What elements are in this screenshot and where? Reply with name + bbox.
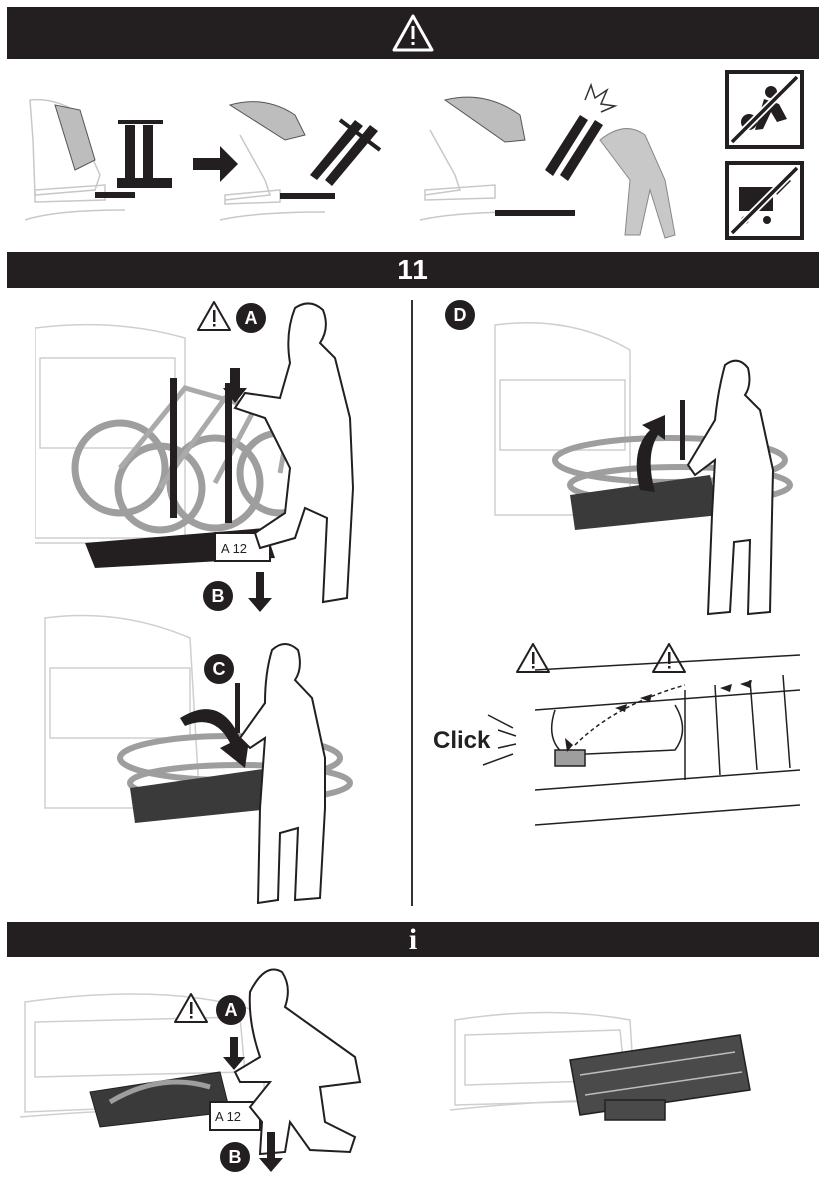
bike-rack-c [130, 683, 280, 823]
tilt-warning-illustration [25, 80, 715, 250]
bike-rack-d [570, 475, 720, 530]
arrow-down-icon [223, 368, 247, 403]
folded-rack-result [569, 1034, 751, 1121]
lock-latch [554, 749, 586, 767]
step-badge-a: A [236, 303, 266, 333]
person-outline-d [686, 359, 775, 616]
impact-burst-icon [584, 82, 618, 113]
step-header: 11 [7, 252, 819, 288]
folded-rack-step-illustration: A 12 [20, 962, 390, 1174]
folded-rack-result-illustration [450, 1000, 780, 1160]
person-outline-c [238, 643, 326, 905]
info-icon: i [408, 922, 418, 956]
arrow-down-info-icon [223, 1037, 245, 1070]
step-badge-d: D [445, 300, 475, 330]
info-header: i [7, 922, 819, 957]
column-divider [411, 300, 413, 906]
click-detail-illustration [535, 650, 800, 835]
rotate-up-arrow-icon [636, 415, 665, 492]
direction-arrows [615, 680, 752, 712]
no-children-playing-icon [725, 70, 804, 149]
latch-arrow-icon [565, 738, 573, 752]
bike-rack-collision [495, 115, 603, 216]
bike-rack-tilted [280, 118, 382, 199]
plate-text-top: A 12 [221, 541, 247, 556]
warning-triangle-click-1 [515, 642, 551, 674]
click-label: Click [433, 727, 491, 754]
person-kneeling [233, 968, 362, 1156]
click-sound-lines [468, 710, 518, 770]
arrow-right-icon [193, 146, 238, 182]
tailgate-open [228, 101, 306, 141]
step-badge-c: C [204, 654, 234, 684]
arrow-down-b-info-icon [258, 1132, 284, 1172]
tailgate [54, 104, 96, 171]
step-badge-a-info: A [216, 995, 246, 1025]
warning-triangle-icon [392, 14, 434, 52]
warning-triangle-click-2 [651, 642, 687, 674]
dashed-path [574, 684, 686, 746]
no-shopping-cart-icon [725, 161, 804, 240]
person-silhouette [599, 128, 676, 239]
car-rear-d [494, 322, 631, 516]
warning-triangle-a [196, 300, 232, 332]
rotate-down-arrow-icon [180, 709, 250, 768]
step-a-b-illustration: A 12 [35, 298, 365, 610]
person-outline [233, 302, 355, 604]
car-tailgate-closed [25, 98, 126, 221]
step-number: 11 [397, 254, 429, 285]
step-badge-b-info: B [220, 1142, 250, 1172]
plate-text-bottom: A 12 [215, 1109, 241, 1124]
arrow-down-b-icon [247, 572, 273, 612]
warning-header [7, 7, 819, 59]
step-c-illustration [40, 608, 360, 908]
bike-rack-upright [95, 120, 172, 198]
warning-triangle-info [173, 992, 209, 1024]
step-badge-b: B [203, 581, 233, 611]
step-d-illustration [490, 310, 800, 620]
